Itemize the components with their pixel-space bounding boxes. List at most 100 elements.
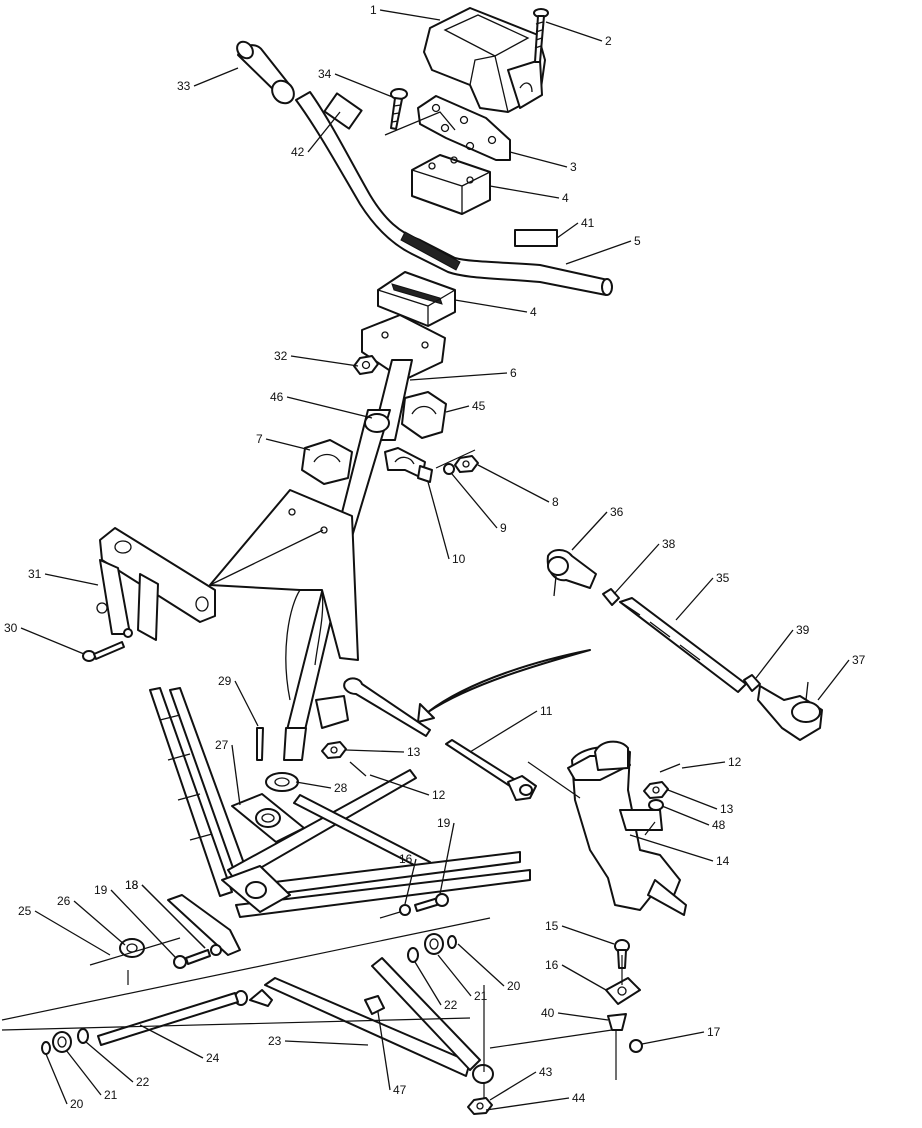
callout-leader-c47 <box>377 1011 391 1091</box>
callout-label-c16b: 16 <box>399 852 413 866</box>
callout-label-c20a: 20 <box>507 979 521 993</box>
callout-leader-c21b <box>65 1049 102 1096</box>
callout-label-c4a: 4 <box>562 191 569 205</box>
washer-9 <box>443 463 455 475</box>
handlebar-cover <box>423 7 546 113</box>
callout-leader-c7 <box>265 438 311 451</box>
handlebar-grip <box>236 40 295 105</box>
ball-joint-40 <box>607 1013 627 1031</box>
shaft-24 <box>97 992 239 1046</box>
tie-rod-end-36 <box>546 549 597 597</box>
callout-leader-c42 <box>307 111 341 153</box>
callout-label-c48: 48 <box>712 818 726 832</box>
callout-leader-c27 <box>231 744 241 806</box>
steering-support-bracket <box>209 489 359 701</box>
callout-label-c6: 6 <box>510 366 517 380</box>
callout-leader-c13a <box>345 749 405 753</box>
callout-leader-c25 <box>34 910 111 956</box>
callout-label-c12b: 12 <box>432 788 446 802</box>
callout-leader-c8 <box>477 464 550 503</box>
callout-label-c13b: 13 <box>720 802 734 816</box>
callout-leader-c2 <box>545 21 603 42</box>
decal-42 <box>323 92 363 130</box>
callout-label-c11: 11 <box>540 704 553 718</box>
callout-label-c20b: 20 <box>70 1097 84 1111</box>
callout-leader-c19b <box>439 822 455 895</box>
callout-leader-c9 <box>451 473 498 529</box>
grease-fitting-47 <box>364 995 385 1015</box>
callout-leader-c33 <box>193 67 239 87</box>
nut-13-right <box>643 781 669 799</box>
callout-label-c35: 35 <box>716 571 730 585</box>
callout-label-c1: 1 <box>370 3 377 17</box>
handlebar-clamp-lower <box>377 271 456 327</box>
nut-8 <box>454 455 479 473</box>
callout-label-c34: 34 <box>318 67 332 81</box>
nut-13 <box>321 741 347 759</box>
callout-leader-c38 <box>613 543 660 595</box>
callout-label-c46: 46 <box>270 390 284 404</box>
tie-rod-11 <box>445 739 537 801</box>
callout-label-c22b: 22 <box>136 1075 150 1089</box>
bolt-19-left <box>173 949 211 969</box>
a-arm <box>234 957 494 1084</box>
callout-leader-c3 <box>509 151 568 168</box>
handlebar-bracket <box>384 95 511 161</box>
tie-rod-upper-end <box>315 677 431 737</box>
callout-leader-c23 <box>284 1040 369 1046</box>
bushing-21-left <box>52 1031 72 1053</box>
bolt-34 <box>390 88 408 130</box>
callout-label-c8: 8 <box>552 495 559 509</box>
callout-label-c33: 33 <box>177 79 191 93</box>
callout-leader-c16b <box>404 858 417 905</box>
callout-leaders <box>20 9 850 1111</box>
callout-label-c23: 23 <box>268 1034 282 1048</box>
callout-label-c21b: 21 <box>104 1088 118 1102</box>
handlebar-clamp-upper <box>411 154 491 215</box>
callout-leader-c30 <box>20 627 85 655</box>
callout-leader-c5 <box>565 240 632 265</box>
callout-leader-c29 <box>234 680 259 727</box>
callout-label-c28: 28 <box>334 781 348 795</box>
callout-label-c31: 31 <box>28 567 42 581</box>
callout-label-c7: 7 <box>256 432 263 446</box>
callout-label-c27: 27 <box>215 738 229 752</box>
callout-leader-c43 <box>489 1071 537 1101</box>
bolt-30 <box>82 641 125 662</box>
callout-leader-c28 <box>295 781 332 789</box>
callout-label-c38: 38 <box>662 537 676 551</box>
callout-leader-c4a <box>489 185 560 199</box>
callout-leader-c48 <box>661 805 710 826</box>
callout-leader-c19a <box>110 889 177 959</box>
cotter-pin-12 <box>349 761 367 777</box>
callout-label-c22a: 22 <box>444 998 458 1012</box>
callout-label-c37: 37 <box>852 653 866 667</box>
callout-leader-c35 <box>675 577 714 621</box>
callout-label-c39: 39 <box>796 623 810 637</box>
washer-22-left <box>77 1028 89 1044</box>
washer-28 <box>265 772 299 792</box>
bushing-21-right <box>424 933 444 955</box>
callout-leader-c34 <box>334 73 396 99</box>
lower-bearing-plate <box>231 793 305 843</box>
callout-leader-c11 <box>469 710 538 753</box>
callout-label-c36: 36 <box>610 505 624 519</box>
steering-clamp <box>384 447 433 483</box>
callout-leader-c37 <box>817 659 850 701</box>
callout-label-c30: 30 <box>4 621 18 635</box>
callout-leader-c31 <box>44 573 99 586</box>
tie-rod-end-37 <box>757 681 823 741</box>
callout-label-c26: 26 <box>57 894 71 908</box>
seal-20-left <box>41 1041 51 1055</box>
callout-leader-c32 <box>290 355 359 367</box>
callout-leader-c26 <box>73 900 126 946</box>
handlebar <box>295 91 613 296</box>
callout-label-c3: 3 <box>570 160 577 174</box>
seal-20-right <box>447 935 457 949</box>
callout-label-c18a: 18 <box>125 878 139 892</box>
washer-22-right <box>407 947 419 963</box>
callout-leader-c39 <box>755 629 794 679</box>
callout-leader-c12a <box>681 761 726 769</box>
callout-label-c19b: 19 <box>437 816 451 830</box>
